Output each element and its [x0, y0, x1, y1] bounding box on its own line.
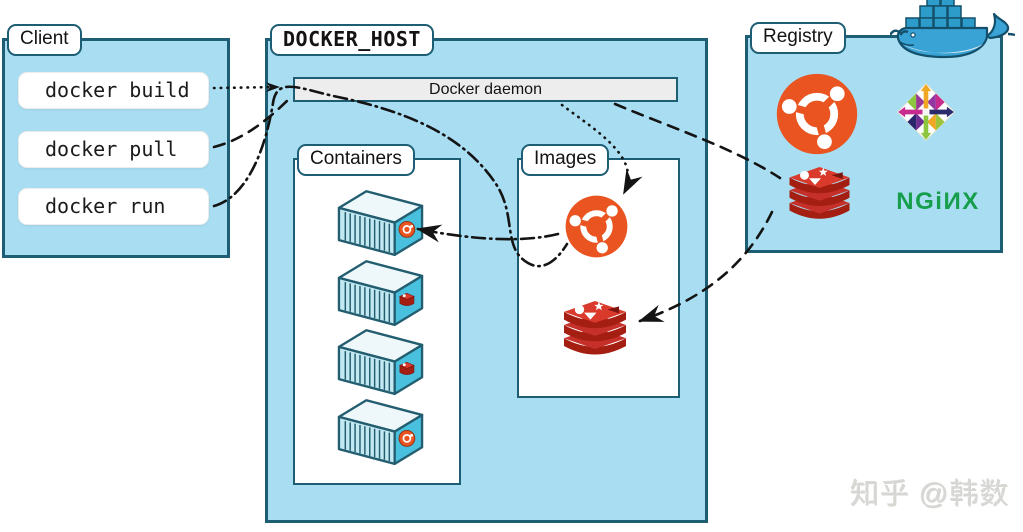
redis-image-icon — [556, 301, 634, 363]
container-badge-icon — [398, 220, 416, 239]
docker-whale-icon — [890, 0, 1015, 59]
docker-host-label: DOCKER_HOST — [270, 24, 434, 56]
docker-build-command: docker build — [18, 72, 209, 109]
ubuntu-logo-icon — [776, 73, 858, 155]
containers-box: Containers — [293, 144, 461, 485]
container-icon — [337, 260, 424, 327]
container-icon — [337, 399, 424, 466]
docker-host-panel: DOCKER_HOST Docker daemon Containers — [265, 24, 708, 523]
water-wave — [890, 29, 909, 36]
containers-label: Containers — [297, 144, 415, 176]
images-box: Images — [517, 144, 680, 398]
client-panel: Client docker build docker pull docker r… — [2, 24, 230, 258]
container-badge-icon — [398, 429, 416, 448]
client-panel-label: Client — [7, 24, 82, 56]
nginx-wordmark: NGiИX — [896, 188, 980, 215]
docker-pull-command: docker pull — [18, 131, 209, 168]
images-label: Images — [521, 144, 610, 176]
centos-logo-icon — [897, 83, 955, 141]
ubuntu-image-icon — [565, 195, 628, 258]
watermark: 知乎 @韩数 — [850, 479, 1010, 511]
container-icon — [337, 190, 424, 257]
whale-eye — [910, 32, 916, 38]
redis-logo-icon — [782, 167, 857, 227]
whale-tail — [985, 12, 1010, 40]
docker-run-command: docker run — [18, 188, 209, 225]
container-badge-icon — [399, 292, 415, 307]
registry-label: Registry — [750, 22, 846, 54]
registry-panel: Registry NGiИX — [745, 22, 1003, 253]
container-icon — [337, 329, 424, 396]
container-badge-icon — [399, 361, 415, 376]
docker-daemon-bar: Docker daemon — [293, 77, 678, 102]
whale-body — [896, 26, 989, 59]
